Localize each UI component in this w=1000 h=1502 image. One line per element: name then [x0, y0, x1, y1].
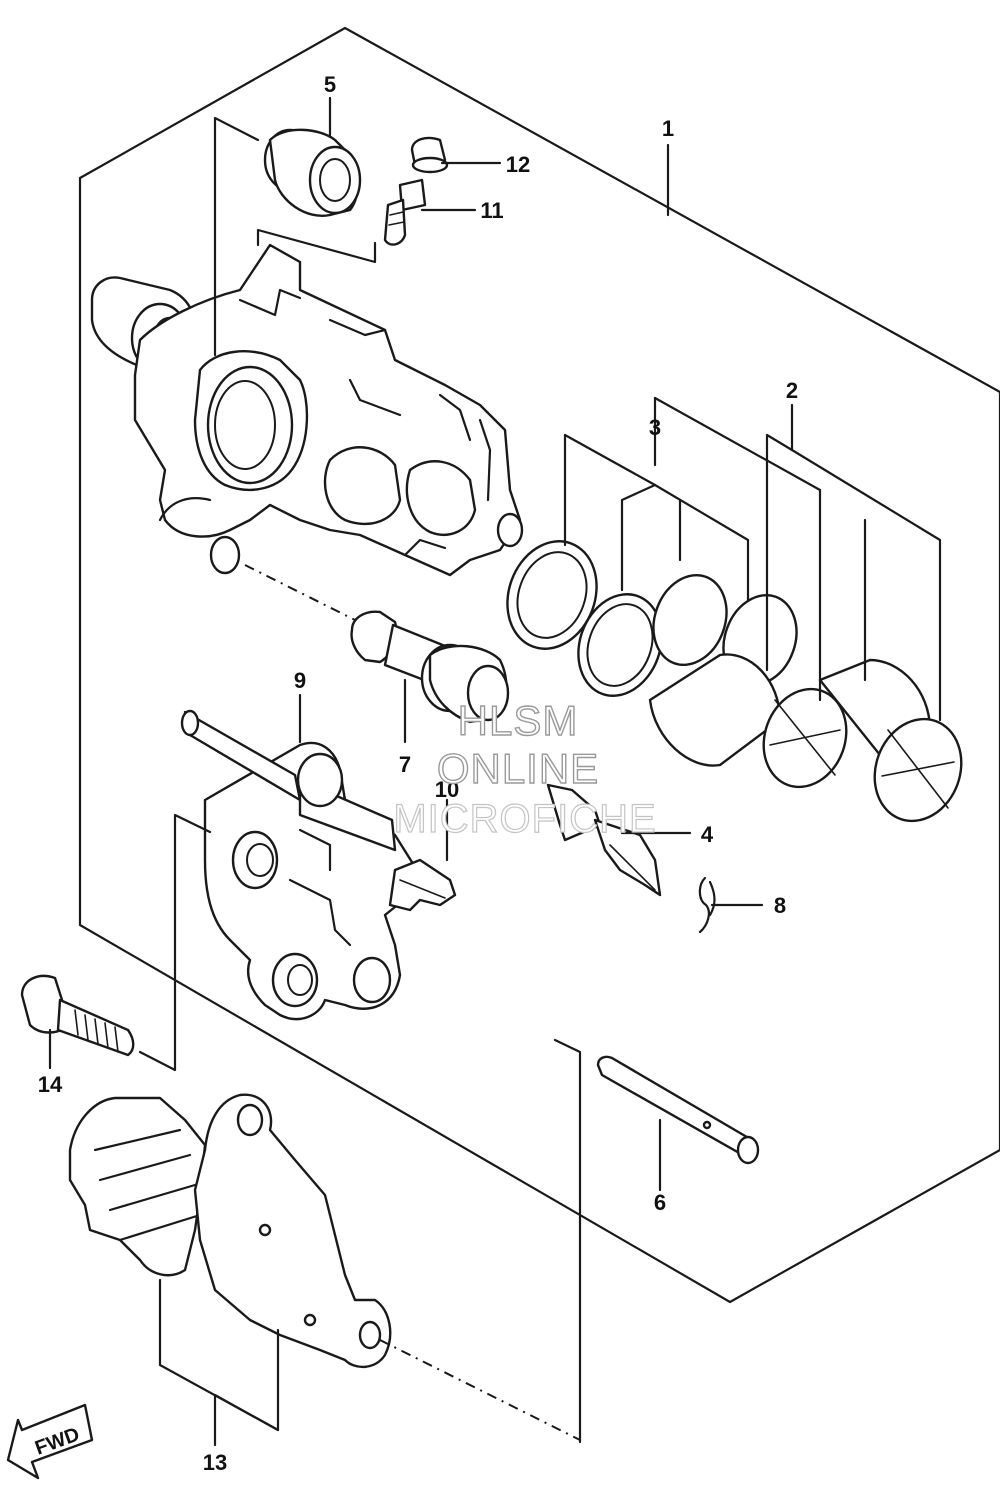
assembly-frame [78, 26, 1000, 1304]
callout-13: 13 [203, 1450, 227, 1475]
piston-left [648, 653, 848, 789]
pin-boot-part [420, 643, 510, 724]
pad-spring-part [546, 783, 662, 897]
bracket-bolt [138, 813, 212, 1072]
bracket-item-2 [765, 403, 794, 672]
callout-2: 2 [786, 378, 798, 403]
watermark-line-1: HLSM [458, 697, 579, 744]
clip-part [388, 858, 457, 912]
mounting-bolt-part [20, 974, 135, 1057]
bracket-item-3e [653, 483, 750, 602]
callout-1: 1 [662, 116, 674, 141]
callout-12: 12 [506, 152, 530, 177]
piston-seal-inner [577, 593, 663, 697]
caliper-bracket-part [180, 709, 422, 1021]
bracket-item-3g [563, 433, 657, 487]
bracket-item-3d [620, 483, 657, 592]
bracket-item-3 [653, 396, 822, 492]
watermark-line-3: MICROFICHE [393, 797, 656, 841]
callout-8: 8 [774, 893, 786, 918]
pad-pin-part [596, 1055, 760, 1165]
boot-part [263, 128, 362, 217]
centerline-pads [379, 1339, 581, 1441]
pad-group-frame [553, 1038, 582, 1444]
bleeder-cap-part [410, 136, 449, 174]
bleeder-valve-part [383, 178, 427, 246]
callout-14: 14 [38, 1072, 63, 1097]
bracket-item-2b [790, 448, 942, 722]
bracket-boot [213, 116, 260, 357]
piston-right [818, 658, 963, 823]
bracket-pads-b [213, 1328, 280, 1447]
pin-clip-part [698, 876, 716, 934]
watermark-line-2: ONLINE [437, 745, 599, 792]
brake-pad-rear [68, 1096, 207, 1277]
brake-pad-front [193, 1093, 392, 1369]
callout-7: 7 [399, 752, 411, 777]
callout-5: 5 [324, 72, 336, 97]
centerline-pin [244, 564, 356, 621]
callout-4: 4 [701, 822, 714, 847]
callout-6: 6 [654, 1190, 666, 1215]
caliper-body [90, 243, 524, 577]
bracket-bleeder [256, 228, 377, 264]
callout-11: 11 [480, 198, 503, 223]
fwd-direction-badge: FWD [6, 1403, 94, 1480]
callout-10: 10 [435, 777, 459, 802]
piston-seal-outer [506, 540, 598, 650]
callout-3: 3 [649, 415, 661, 440]
callout-9: 9 [294, 668, 306, 693]
